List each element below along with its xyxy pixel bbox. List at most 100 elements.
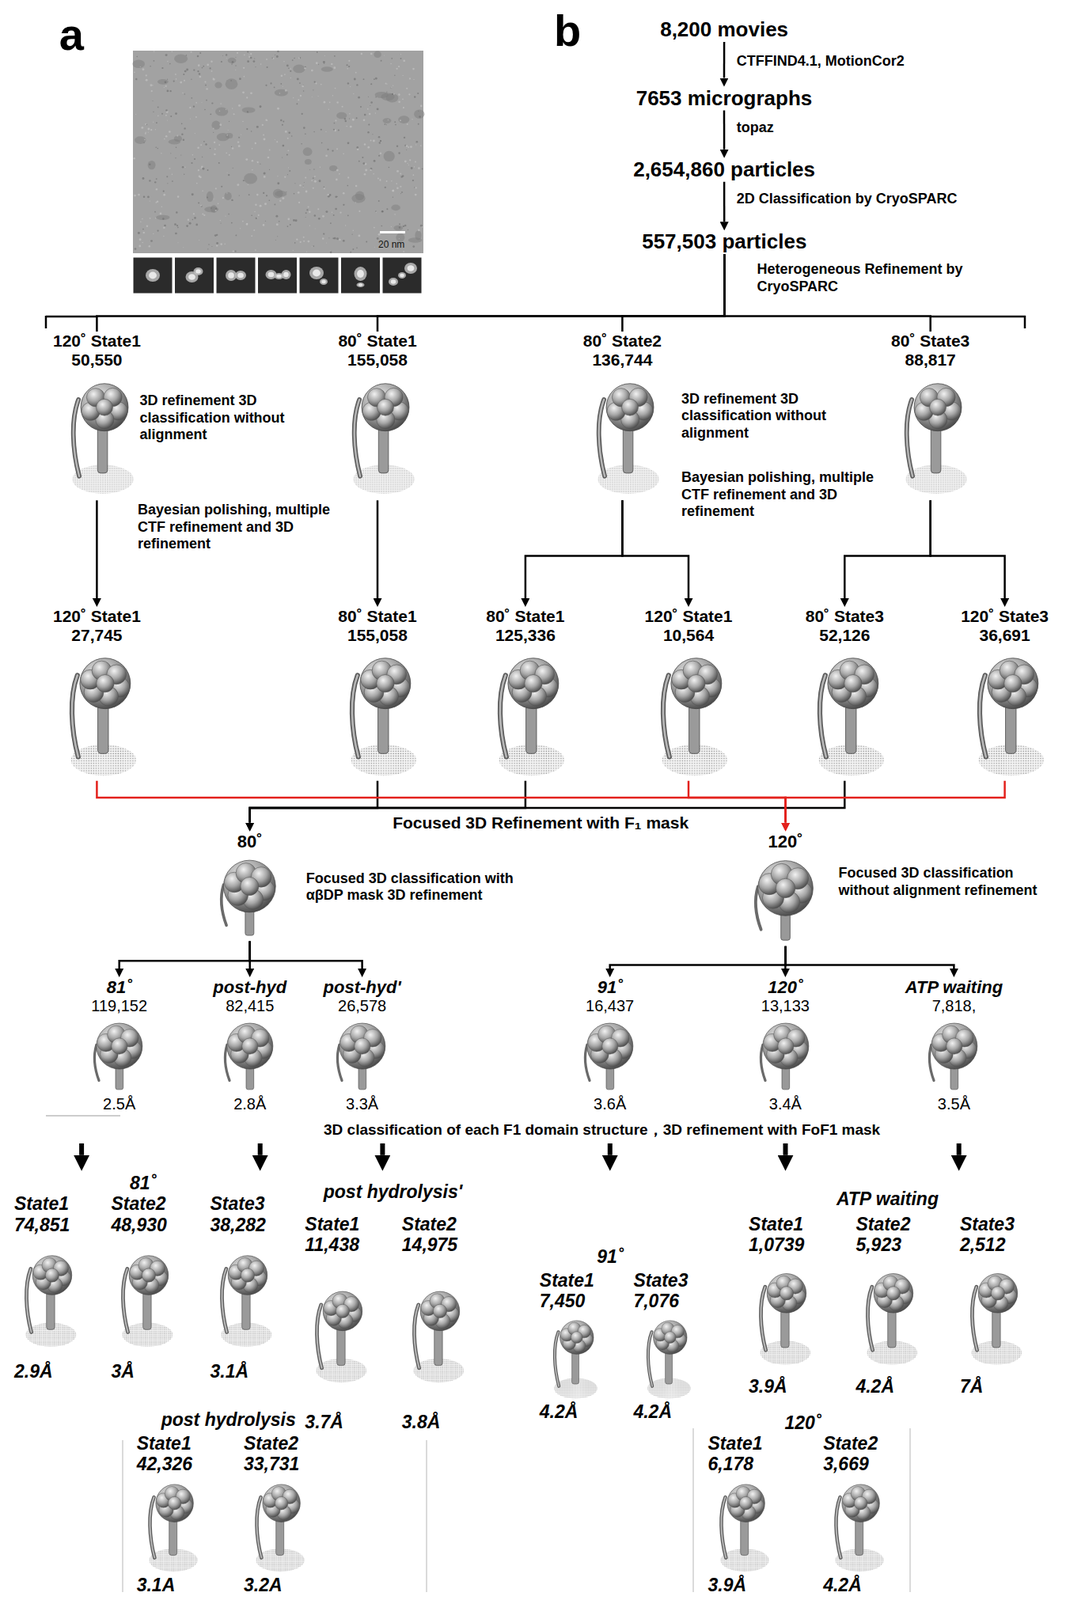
flow-arrow (250, 940, 363, 969)
class-node: 91˚16,437 3.6Å (573, 977, 647, 1144)
node-label: 120˚ State3 (960, 606, 1049, 626)
density-map (402, 1257, 466, 1411)
micrograph (132, 50, 425, 254)
node-label: 11,438 (304, 1234, 360, 1256)
node-label: 7Å (959, 1376, 983, 1397)
node-label: 5,923 (855, 1234, 902, 1256)
node-label: 3.5Å (905, 1095, 1003, 1114)
node-label: 2.5Å (84, 1095, 155, 1114)
rule-line (45, 1115, 121, 1117)
node-label: 3.7Å (304, 1411, 344, 1433)
group-node: ATP waitingState11,07393.9ÅState25,9234.… (729, 1171, 1062, 1394)
density-map (891, 371, 969, 499)
class-node: 80˚ State352,126 (802, 606, 888, 782)
class-average (216, 257, 256, 294)
flow-arrow (525, 500, 623, 599)
class-average (257, 257, 298, 294)
class-average (132, 257, 173, 294)
annotation: 3D refinement 3D classification without … (140, 392, 334, 444)
node-label: 3.9Å (708, 1574, 748, 1596)
density-map (584, 371, 661, 499)
node-label: 80˚ (211, 831, 289, 852)
bracket-tick (1024, 315, 1027, 329)
node-label: 2,654,860 particles (633, 158, 816, 183)
node-label: 4.2Å (633, 1401, 672, 1423)
group-node: 91˚State17,4504.2ÅState37,0764.2Å (515, 1171, 710, 1422)
node-label: 120˚ State1 (644, 606, 733, 626)
density-map (336, 646, 418, 780)
group-bracket (122, 1440, 124, 1593)
class-node: 120˚ State127,745 (51, 606, 143, 782)
node-label: State3 (959, 1213, 1015, 1235)
node-label: 120˚ (751, 977, 821, 998)
group-heading: post hydrolysis (161, 1409, 296, 1431)
class-node: post-hyd82,4152.8Å (211, 977, 289, 1144)
flow-arrow (930, 500, 1006, 599)
node-label: State1 (539, 1270, 595, 1291)
state-node: State25,923 4.2Å (853, 1213, 921, 1398)
flow-arrow (956, 1143, 962, 1156)
group-node: post hydrolysisState142,3263.1AState233,… (120, 1171, 432, 1598)
node-label: post-hyd' (323, 977, 402, 998)
density-map (327, 1016, 398, 1094)
node-label: 16,437 (575, 997, 645, 1016)
node-label: 27,745 (53, 625, 141, 645)
state-node: State338,2823.1Å (208, 1193, 275, 1382)
node-label: 80˚ State1 (337, 331, 417, 351)
class-node: 80˚ State2136,744 (581, 331, 664, 501)
density-map (484, 646, 566, 780)
node-label: 3.6Å (575, 1095, 645, 1114)
node-label: 14,975 (402, 1234, 458, 1256)
group-heading: 120˚ (784, 1412, 821, 1434)
node-label: 120˚ State1 (53, 331, 141, 351)
annotation: Heterogeneous Refinement by CryoSPARC (756, 261, 1032, 296)
annotation: Focused 3D classification with αβDP mask… (306, 870, 551, 905)
density-map (744, 853, 827, 945)
node-label: 91˚ (575, 977, 645, 998)
node-label: 50,550 (53, 350, 141, 370)
flow-arrow (785, 946, 955, 969)
node-label: 80˚ State1 (484, 606, 566, 626)
class-node: post-hyd'26,5783.3Å (322, 977, 403, 1144)
node-label: 2.9Å (14, 1361, 54, 1382)
node-label: 7,076 (633, 1290, 680, 1312)
node-label: 38,282 (209, 1214, 266, 1236)
node-label: State2 (855, 1213, 911, 1235)
class-node: 80˚ State1125,336 (482, 606, 568, 782)
node-label: 4.2Å (855, 1376, 895, 1397)
class-node: 80˚ (209, 831, 290, 942)
bracket-line (929, 315, 1026, 319)
state-node: State248,9303Å (109, 1193, 176, 1382)
node-label: 52,126 (804, 625, 886, 645)
class-node: 80˚ State1155,058 (334, 606, 420, 782)
node-label: State1 (136, 1433, 192, 1454)
node-label: 557,503 particles (641, 230, 807, 255)
node-label: 3.1Å (209, 1361, 249, 1382)
bracket-tick (45, 315, 48, 329)
density-map (209, 1236, 274, 1360)
density-map (339, 371, 417, 499)
node-label: 2,512 (959, 1234, 1006, 1256)
count-node: 8,200 movies (658, 18, 790, 42)
scale-bar (379, 231, 406, 234)
node-label: 2.8Å (212, 1095, 287, 1114)
node-label: 48,930 (110, 1214, 167, 1236)
density-map (110, 1236, 175, 1360)
node-label: 80˚ State2 (583, 331, 662, 351)
node-label: 33,731 (243, 1453, 300, 1475)
density-map (14, 1236, 78, 1360)
node-label: 3.8Å (402, 1411, 441, 1433)
class-node: 80˚ State1155,058 (336, 331, 418, 501)
node-label: 82,415 (212, 997, 287, 1016)
flow-arrow (785, 781, 1006, 824)
scale-label: 20 nm (378, 238, 405, 251)
node-label: 10,564 (644, 625, 733, 645)
annotation: 3D refinement 3D classification without … (681, 390, 881, 443)
flow-arrow (622, 254, 725, 332)
flow-arrow (95, 500, 99, 599)
flow-arrow (607, 1143, 613, 1156)
group-node: 81˚State174,8512.9ÅState248,9303ÅState33… (4, 1171, 291, 1386)
class-average (341, 257, 381, 294)
node-label: 74,851 (14, 1214, 70, 1236)
